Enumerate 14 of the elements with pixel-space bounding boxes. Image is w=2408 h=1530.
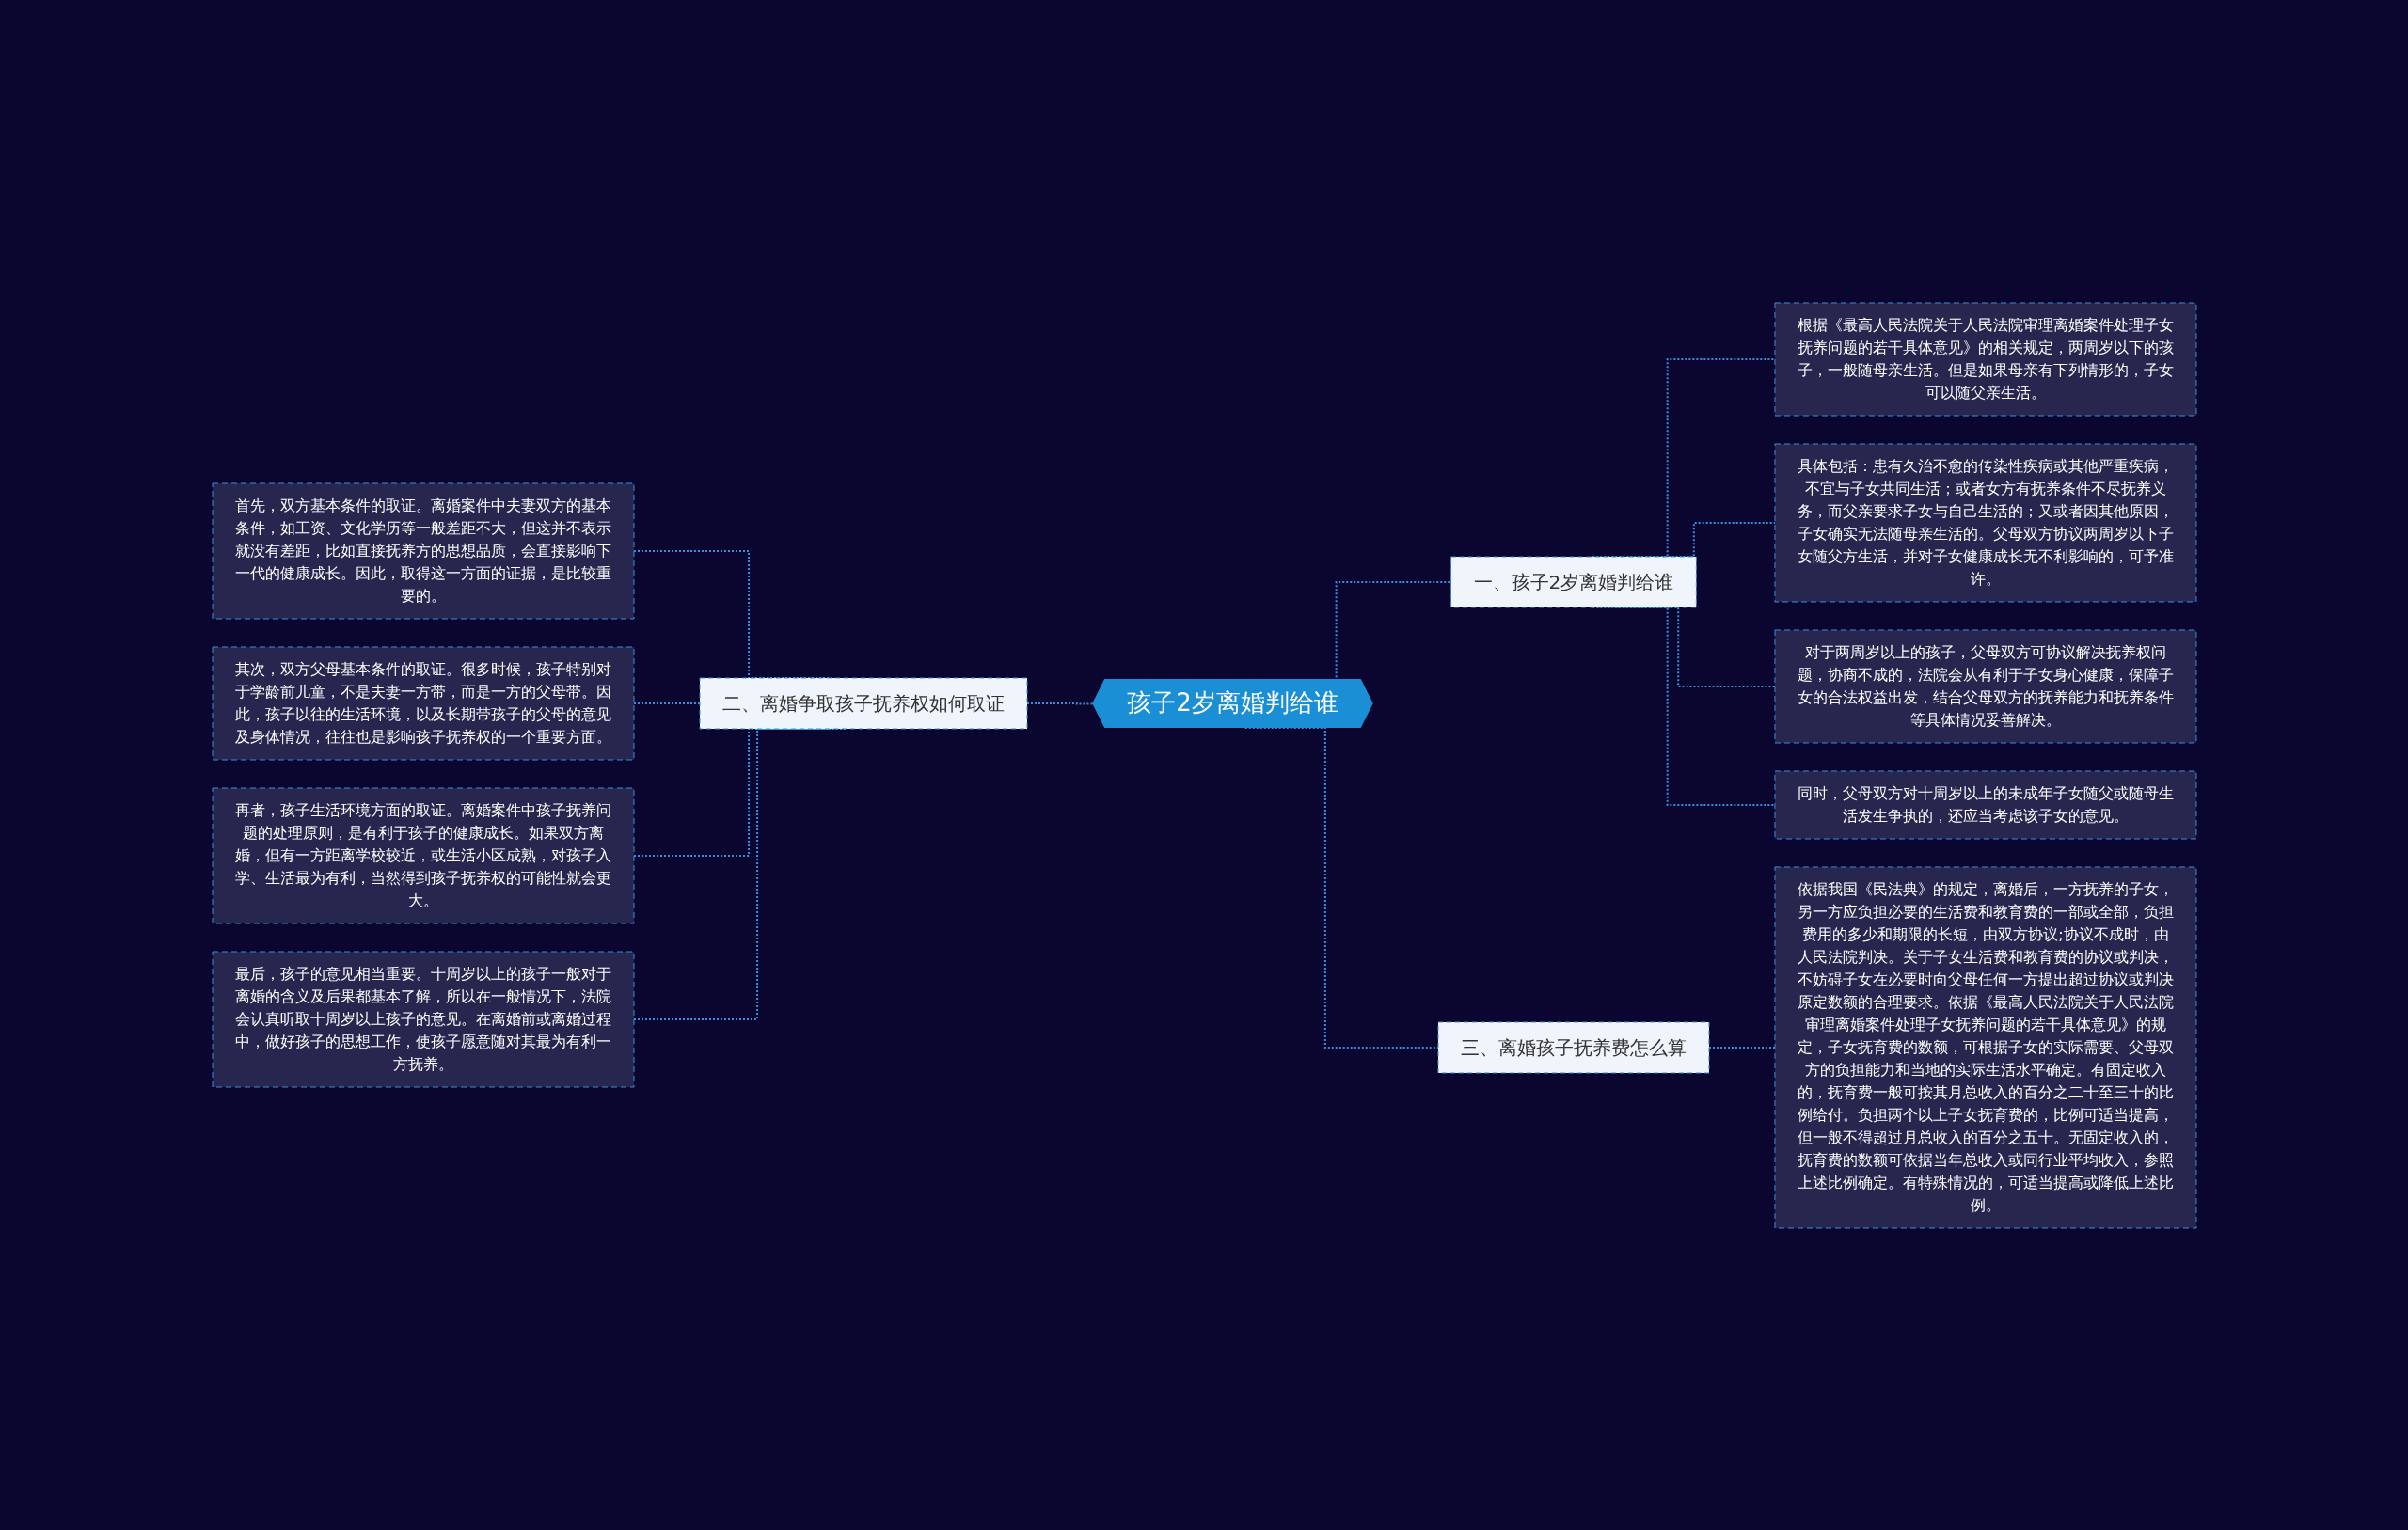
node-box: 依据我国《民法典》的规定，离婚后，一方抚养的子女，另一方应负担必要的生活费和教育费的一部或全部，负担费用的多少和期限的长短，由双方协议;协议不成时，由人民法院判决。关于子女生活费和教育费的协议或判决，不妨碍子女在必要时向父母任何一方提出超过协议或判决原定数额的合理要求。依据《最高人民法院关于人民法院审理离婚案件处理子女抚养问题的若干具体意见》的规定，子女抚育费的数额，可根据子女的实际需要、父母双方的负担能力和当地的实际生活水平确定。有固定收入的，抚育费一般可按其月总收入的百分之二十至三十的比例给付。负担两个以上子女抚育费的，比例可适当提高，但一般不得超过月总收入的百分之五十。无固定收入的，抚育费的数额可依据当年总收入或同行业平均收入，参照上述比例确定。有特殊情况的，可适当提高或降低上述比例。 <box>1774 866 2196 1228</box>
node-box: 三、离婚孩子抚养费怎么算 <box>1437 1021 1709 1073</box>
node-box: 根据《最高人民法院关于人民法院审理离婚案件处理子女抚养问题的若干具体意见》的相关规定，两周岁以下的孩子，一般随母亲生活。但是如果母亲有下列情形的，子女可以随父亲生活。 <box>1774 302 2196 416</box>
node-box: 具体包括：患有久治不愈的传染性疾病或其他严重疾病，不宜与子女共同生活；或者女方有抚养条件不尽抚养义务，而父亲要求子女与自己生活的；又或者因其他原因，子女确实无法随母亲生活的。父母双方协议两周岁以下子女随父方生活，并对子女健康成长无不利影响的，可予准许。 <box>1774 443 2196 602</box>
node-box: 再者，孩子生活环境方面的取证。离婚案件中孩子抚养问题的处理原则，是有利于孩子的健康成长。如果双方离婚，但有一方距离学校较近，或生活小区成熟，对孩子入学、生活最为有利，当然得到孩子抚养权的可能性就会更大。 <box>212 787 634 923</box>
node-box: 一、孩子2岁离婚判给谁 <box>1450 556 1697 607</box>
connector <box>1707 1046 1776 1049</box>
node-box: 首先，双方基本条件的取证。离婚案件中夫妻双方的基本条件，如工资、文化学历等一般差距不大，但这并不表示就没有差距，比如直接抚养方的思想品质，会直接影响下一代的健康成长。因此，取得这一方面的证据，是比较重要的。 <box>212 482 634 619</box>
node-box: 同时，父母双方对十周岁以上的未成年子女随父或随母生活发生争执的，还应当考虑该子女的意见。 <box>1774 770 2196 839</box>
node-box: 二、离婚争取孩子抚养权如何取证 <box>699 677 1027 729</box>
node-box: 对于两周岁以上的孩子，父母双方可协议解决抚养权问题，协商不成的，法院会从有利于子女身心健康，保障子女的合法权益出发，结合父母双方的抚养能力和抚养条件等具体情况妥善解决。 <box>1774 629 2196 743</box>
node-box: 最后，孩子的意见相当重要。十周岁以上的孩子一般对于离婚的含义及后果都基本了解，所以在一般情况下，法院会认真听取十周岁以上孩子的意见。在离婚前或离婚过程中，做好孩子的思想工作，使孩子愿意随对其最为有利一方抚养。 <box>212 951 634 1087</box>
connector <box>1025 702 1094 704</box>
node-box: 其次，双方父母基本条件的取证。很多时候，孩子特别对于学龄前儿童，不是夫妻一方带，而是一方的父母带。因此，孩子以往的生活环境，以及长期带孩子的父母的意见及身体情况，往往也是影响孩子抚养权的一个重要方面。 <box>212 646 634 760</box>
